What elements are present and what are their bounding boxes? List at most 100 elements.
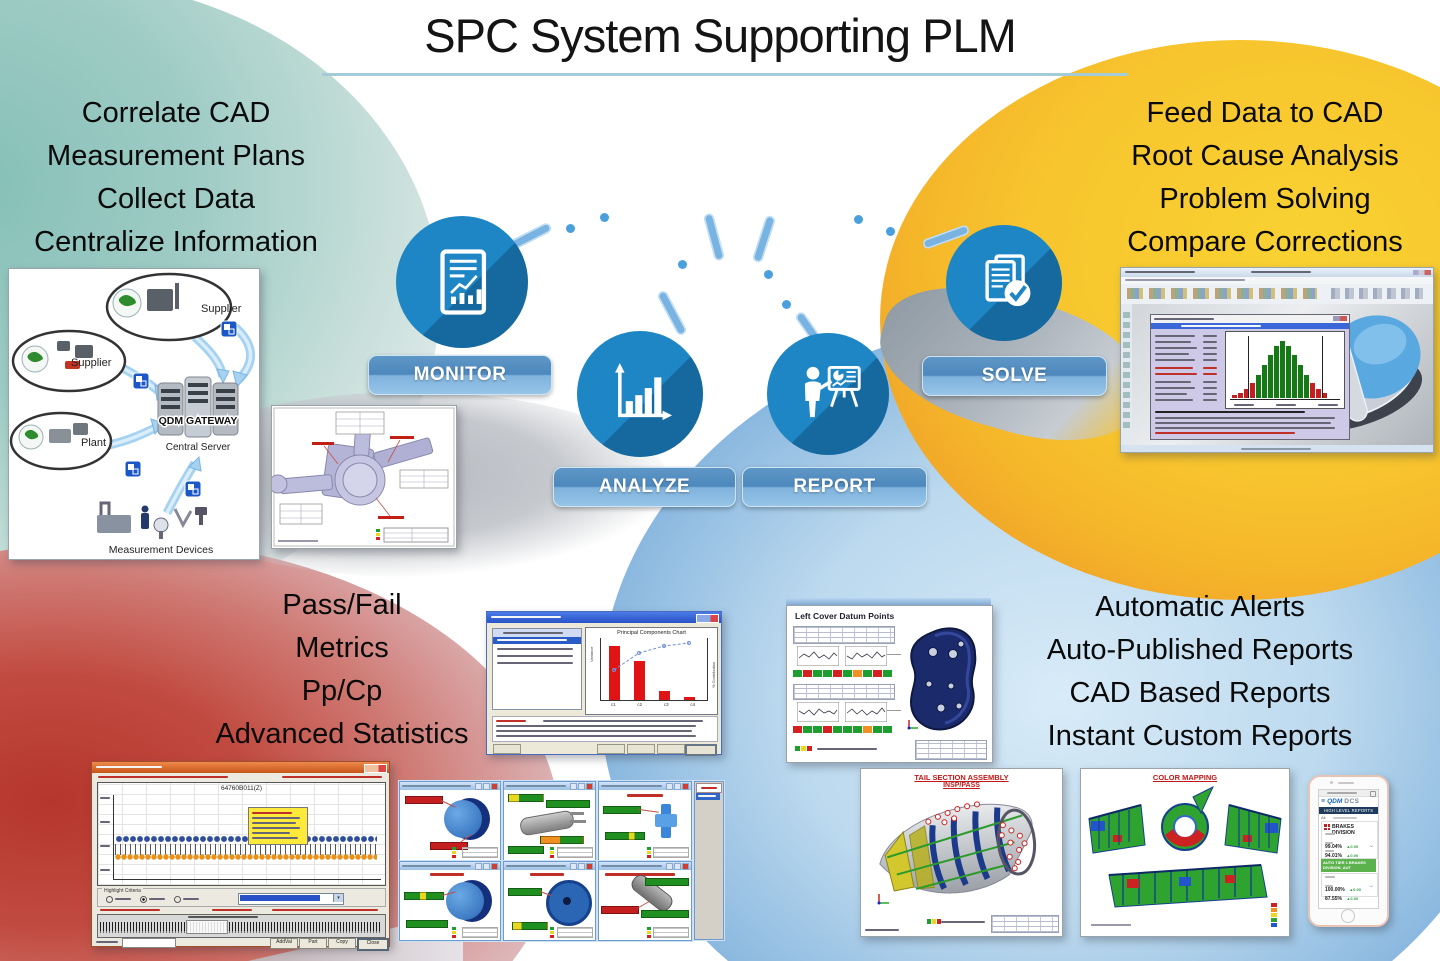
quadrant-text-bottom-left: Pass/Fail Metrics Pp/Cp Advanced Statist… xyxy=(172,584,512,756)
devices-label: Measurement Devices xyxy=(109,544,213,556)
document-chart-icon xyxy=(440,249,487,315)
run-chart xyxy=(797,646,839,666)
part-button[interactable]: Part xyxy=(299,938,327,949)
server-title: QDM GATEWAY xyxy=(159,415,238,427)
dialog-buttons[interactable] xyxy=(1333,316,1347,321)
radio-button[interactable] xyxy=(140,896,147,903)
addval-button[interactable]: AddVal xyxy=(270,938,298,949)
maximize-button[interactable] xyxy=(578,782,585,790)
maximize-button[interactable] xyxy=(483,862,490,870)
spoke-dot xyxy=(678,260,687,269)
dcs-logo-icon xyxy=(124,320,238,498)
minimize-button[interactable] xyxy=(570,862,577,870)
histogram-chart xyxy=(1225,331,1345,409)
spoke-dash xyxy=(751,214,777,264)
minimize-button[interactable] xyxy=(475,862,482,870)
spoke-dot xyxy=(600,213,609,222)
window-buttons[interactable] xyxy=(1413,270,1431,275)
zoom-region[interactable] xyxy=(186,920,228,934)
status-cells xyxy=(793,670,892,677)
status-bar-fail xyxy=(601,906,639,914)
spoke-dash xyxy=(656,289,688,337)
checked-documents-icon xyxy=(985,254,1031,307)
ribbon-toolbar[interactable] xyxy=(1121,284,1433,305)
text-line: Auto-Published Reports xyxy=(1046,634,1354,666)
status-bar xyxy=(1121,445,1433,452)
tail-3d-model xyxy=(877,801,1037,905)
analyze-button[interactable]: ANALYZE xyxy=(553,467,736,507)
status-bar xyxy=(540,836,584,844)
chevron-down-icon[interactable]: ⌄ xyxy=(1368,843,1374,849)
minimize-button[interactable] xyxy=(570,782,577,790)
close-button[interactable] xyxy=(586,782,593,790)
solve-node xyxy=(946,225,1062,341)
text-line: Correlate CAD xyxy=(81,97,271,129)
quadrant-text-bottom-right: Automatic Alerts Auto-Published Reports … xyxy=(1004,586,1396,758)
radio-button[interactable] xyxy=(106,896,113,903)
filter-label[interactable]: All xyxy=(1321,815,1326,820)
dcs-logo: DCS xyxy=(1344,798,1360,805)
components-table[interactable] xyxy=(492,628,582,710)
window-buttons[interactable] xyxy=(696,614,719,623)
presenter-icon xyxy=(804,365,861,418)
dialog-table xyxy=(1155,411,1345,435)
maximize-button[interactable] xyxy=(578,862,585,870)
minimize-button[interactable] xyxy=(475,782,482,790)
report-banner[interactable]: AUTO TIER 1 BRAKES DIVISION_AUT xyxy=(1321,859,1376,872)
cad-mouse-window xyxy=(1120,267,1434,453)
cumulative-line xyxy=(612,641,691,672)
report-list-panel[interactable] xyxy=(694,781,724,940)
title-underline xyxy=(322,73,1128,76)
hamburger-icon[interactable]: ≡ xyxy=(1321,798,1326,805)
copy-button[interactable]: Copy xyxy=(328,938,356,949)
search-input[interactable] xyxy=(122,938,176,948)
app-logo-row: ≡ QDM DCS xyxy=(1319,797,1378,806)
close-button[interactable] xyxy=(682,862,689,870)
text-line: Pp/Cp xyxy=(301,675,383,707)
maximize-button[interactable] xyxy=(674,862,681,870)
close-button[interactable] xyxy=(682,782,689,790)
run-chart xyxy=(797,702,839,722)
window-titlebar xyxy=(1121,268,1433,277)
division-card[interactable]: 100.00% ▲0.00 87.55% ▲0.00 → xyxy=(1321,873,1378,902)
status-bar xyxy=(605,832,645,840)
chart-title: 64760B011(Z) xyxy=(220,785,263,792)
data-tooltip xyxy=(248,807,308,845)
highlight-criteria-group: Highlight Criteria ▾ xyxy=(97,888,386,907)
group-label: Highlight Criteria xyxy=(102,888,143,894)
close-button[interactable]: Close xyxy=(357,938,389,951)
monitor-button[interactable]: MONITOR xyxy=(368,355,552,395)
maximize-button[interactable] xyxy=(483,782,490,790)
globe-icon xyxy=(18,288,142,450)
measurement-devices-icons xyxy=(97,501,207,539)
text-line: Collect Data xyxy=(97,183,255,215)
dialog-button-row[interactable] xyxy=(487,742,721,756)
selected-list-item[interactable] xyxy=(696,793,720,800)
report-button[interactable]: REPORT xyxy=(742,467,927,507)
close-button[interactable] xyxy=(586,862,593,870)
dropdown-arrow-icon: ▾ xyxy=(333,894,343,902)
home-button[interactable] xyxy=(1341,909,1355,923)
text-line: Instant Custom Reports xyxy=(1047,720,1353,752)
report-title: COLOR MAPPING xyxy=(1152,773,1218,782)
solve-button[interactable]: SOLVE xyxy=(922,356,1107,396)
spoke-dot xyxy=(854,215,863,224)
text-line: Advanced Statistics xyxy=(215,718,469,750)
close-button[interactable] xyxy=(491,782,498,790)
phone-screen: ≡ QDM DCS HIGH LEVEL REPORTS All BRAKES … xyxy=(1318,789,1379,909)
bar-chart-icon xyxy=(615,363,673,421)
close-button[interactable] xyxy=(491,862,498,870)
criteria-dropdown[interactable]: ▾ xyxy=(238,893,344,905)
maximize-button[interactable] xyxy=(674,782,681,790)
division-icon xyxy=(1324,824,1330,830)
browser-bar[interactable] xyxy=(1319,790,1378,797)
status-bar xyxy=(508,888,542,896)
window-buttons[interactable] xyxy=(364,764,387,773)
minimize-button[interactable] xyxy=(666,782,673,790)
connector-lines xyxy=(115,844,377,855)
arrow-right-icon[interactable]: → xyxy=(1368,883,1374,889)
division-card[interactable]: BRAKES DIVISION 99.04% ▲0.00 94.01% ▲0.0… xyxy=(1321,821,1378,867)
radio-button[interactable] xyxy=(174,896,181,903)
minimize-button[interactable] xyxy=(666,862,673,870)
smartphone: ≡ QDM DCS HIGH LEVEL REPORTS All BRAKES … xyxy=(1308,775,1389,927)
